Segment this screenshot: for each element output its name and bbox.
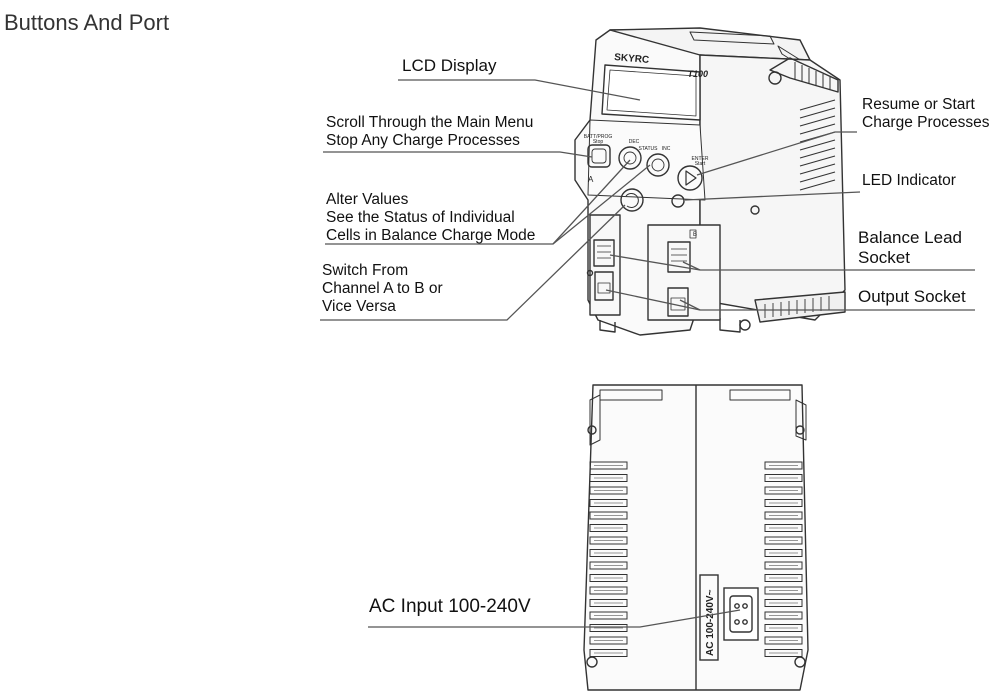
vent-slot	[589, 636, 628, 645]
vent-slot	[764, 649, 803, 657]
vent-slot	[764, 611, 803, 620]
brand-logo: SKYRC	[614, 52, 650, 66]
svg-text:INC: INC	[662, 146, 671, 152]
vent-slot	[764, 624, 803, 632]
vent-slot	[589, 586, 628, 595]
balance-socket-b	[667, 241, 691, 273]
callout-scroll-menu: Scroll Through the Main Menu Stop Any Ch…	[326, 114, 534, 149]
vent-slot	[589, 549, 628, 557]
corner-vent	[768, 57, 839, 93]
vent-slot	[764, 499, 803, 507]
vent-slot	[764, 474, 803, 482]
channel-a-label: A	[588, 175, 594, 184]
channel-switch-button	[620, 188, 644, 212]
vent-slot	[764, 524, 803, 532]
back-top-vents	[589, 389, 807, 446]
channel-b-ports	[647, 224, 721, 321]
svg-text:BATT/PROG: BATT/PROG	[584, 134, 613, 140]
device-labels: SKYRC T100 BATT/PROG Stop DEC STATUS INC…	[584, 52, 709, 238]
channel-a-ports	[586, 214, 621, 316]
channel-b-label: B	[693, 232, 697, 238]
vent-slot	[764, 549, 803, 557]
output-socket-b	[667, 287, 689, 317]
callout-alter-values: Alter Values See the Status of Individua…	[326, 191, 536, 244]
vent-slot	[764, 561, 803, 570]
svg-text:ENTER: ENTER	[692, 156, 709, 162]
vent-slot	[764, 536, 803, 545]
charger-front-view	[574, 27, 846, 336]
enter-button	[677, 165, 703, 191]
vent-slot	[589, 574, 628, 582]
vent-slot	[764, 511, 803, 520]
output-socket-a	[594, 271, 614, 301]
vent-slot	[589, 649, 628, 657]
vent-slot	[764, 486, 803, 495]
callout-switch-channel: Switch From Channel A to B or Vice Versa	[322, 262, 443, 315]
model-label: T100	[687, 69, 708, 79]
balance-socket-a	[593, 239, 615, 267]
ac-input-socket	[699, 574, 759, 661]
vent-slot	[589, 611, 628, 620]
callout-lcd-display: LCD Display	[402, 56, 497, 75]
vent-slot	[764, 599, 803, 607]
callout-balance-lead: Balance Lead Socket	[858, 228, 962, 267]
svg-text:STATUS: STATUS	[639, 146, 659, 152]
leader-lines	[320, 79, 975, 628]
page-title: Buttons And Port	[4, 10, 170, 35]
vent-slot	[589, 486, 628, 495]
vent-slot	[589, 524, 628, 532]
svg-text:DEC: DEC	[629, 139, 640, 145]
vent-slot	[764, 586, 803, 595]
vent-slot	[589, 474, 628, 482]
led-indicator	[671, 194, 685, 208]
inc-button	[646, 153, 670, 177]
ac-rating-label: AC 100-240V~	[705, 589, 716, 656]
vent-slot	[589, 499, 628, 507]
callout-resume-start: Resume or Start Charge Processes	[862, 96, 990, 131]
svg-text:Stop: Stop	[593, 139, 604, 145]
vent-slot	[764, 461, 803, 470]
vent-slot	[764, 636, 803, 645]
callout-led-indicator: LED Indicator	[862, 172, 956, 189]
vent-slot	[589, 599, 628, 607]
vent-slot	[589, 536, 628, 545]
lcd-screen	[601, 64, 701, 121]
callout-ac-input: AC Input 100-240V	[369, 596, 531, 617]
callout-output-socket: Output Socket	[858, 287, 966, 306]
vent-slot	[589, 624, 628, 632]
vent-slot	[589, 461, 628, 470]
vent-slot	[589, 511, 628, 520]
dec-button	[618, 146, 642, 170]
vent-slot	[764, 574, 803, 582]
vent-slot	[589, 561, 628, 570]
svg-text:Start: Start	[695, 161, 706, 167]
back-vent-slots	[589, 461, 803, 657]
